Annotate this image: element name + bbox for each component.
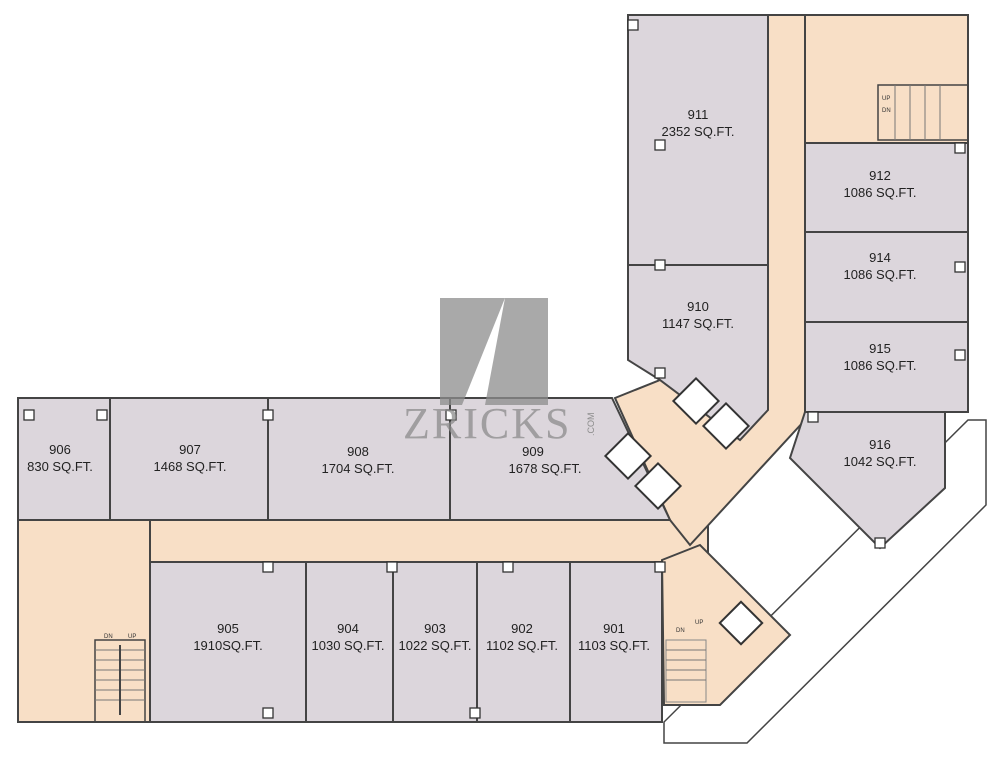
unit-number: 908 <box>347 444 369 459</box>
unit-area: 1030 SQ.FT. <box>312 638 385 653</box>
unit-number: 916 <box>869 437 891 452</box>
unit-number: 904 <box>337 621 359 636</box>
unit-area: 1147 SQ.FT. <box>662 316 734 331</box>
watermark-brand: ZRICKS <box>403 399 571 448</box>
stair-north: UP DN <box>877 84 969 141</box>
unit-area: 1086 SQ.FT. <box>844 185 917 200</box>
unit-area: 1086 SQ.FT. <box>844 358 917 373</box>
unit-910[interactable] <box>627 264 769 442</box>
unit-area: 1103 SQ.FT. <box>578 638 650 653</box>
unit-area: 1910SQ.FT. <box>193 638 262 653</box>
stair-up-label: UP <box>128 634 136 640</box>
unit-area: 2352 SQ.FT. <box>662 124 735 139</box>
unit-area: 1468 SQ.FT. <box>154 459 227 474</box>
unit-number: 907 <box>179 442 201 457</box>
unit-area: 830 SQ.FT. <box>27 459 93 474</box>
stair-down-label: DN <box>104 634 113 640</box>
columns <box>23 19 966 719</box>
unit-number: 906 <box>49 442 71 457</box>
unit-number: 912 <box>869 168 891 183</box>
unit-number: 902 <box>511 621 533 636</box>
stair-up-label: UP <box>695 620 703 626</box>
unit-number: 905 <box>217 621 239 636</box>
unit-908[interactable] <box>267 397 451 521</box>
lift-bank <box>603 376 764 646</box>
unit-number: 909 <box>522 444 544 459</box>
unit-915[interactable] <box>804 321 969 413</box>
service-core-west <box>17 519 151 723</box>
stair-up-label: UP <box>882 96 890 102</box>
unit-912[interactable] <box>804 142 969 233</box>
unit-903[interactable] <box>392 561 478 723</box>
unit-914[interactable] <box>804 231 969 323</box>
unit-905[interactable] <box>149 561 307 723</box>
unit-901[interactable] <box>569 561 663 723</box>
unit-area: 1678 SQ.FT. <box>509 461 582 476</box>
unit-number: 901 <box>603 621 625 636</box>
unit-number: 911 <box>688 107 709 122</box>
stair-down-label: DN <box>676 628 685 634</box>
unit-labels: 906 830 SQ.FT. 907 1468 SQ.FT. 908 1704 … <box>27 107 916 653</box>
unit-number: 910 <box>687 299 709 314</box>
unit-904[interactable] <box>305 561 394 723</box>
unit-area: 1102 SQ.FT. <box>486 638 558 653</box>
unit-area: 1042 SQ.FT. <box>844 454 917 469</box>
unit-909[interactable] <box>449 397 672 521</box>
unit-916[interactable] <box>788 411 946 550</box>
unit-number: 914 <box>869 250 891 265</box>
watermark-suffix: .COM <box>586 413 596 437</box>
stair-south: DN UP <box>665 620 707 703</box>
stair-down-label: DN <box>882 108 891 114</box>
unit-number: 903 <box>424 621 446 636</box>
unit-902[interactable] <box>476 561 571 723</box>
unit-area: 1704 SQ.FT. <box>322 461 395 476</box>
unit-area: 1022 SQ.FT. <box>399 638 472 653</box>
service-core-north <box>804 14 969 144</box>
stair-west: DN UP <box>94 634 146 723</box>
unit-911[interactable] <box>627 14 769 266</box>
unit-area: 1086 SQ.FT. <box>844 267 917 282</box>
unit-number: 915 <box>869 341 891 356</box>
zricks-watermark: ZRICKS .COM <box>403 298 596 448</box>
